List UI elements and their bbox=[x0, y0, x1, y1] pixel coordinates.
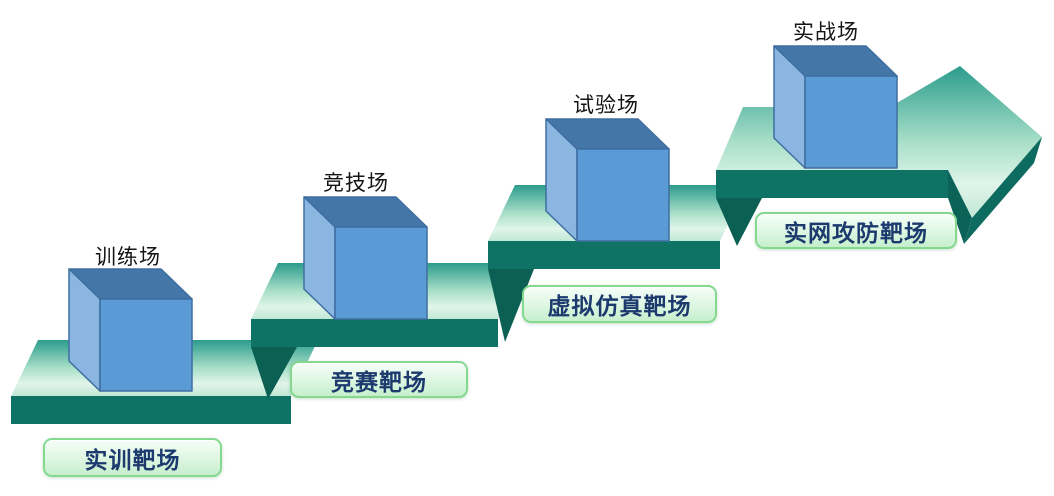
cube-4-front-face bbox=[804, 75, 898, 169]
cube-3-front-face bbox=[576, 148, 670, 242]
cube-label-1: 训练场 bbox=[95, 245, 161, 269]
step-3-riser-wedge bbox=[488, 269, 534, 342]
step-3-front-face bbox=[488, 241, 720, 269]
badge-2: 竞赛靶场 bbox=[290, 361, 468, 398]
cube-2 bbox=[303, 196, 428, 320]
cube-1-front-face bbox=[99, 298, 193, 392]
arrow-barb-side bbox=[948, 170, 972, 244]
badge-4: 实网攻防靶场 bbox=[755, 212, 957, 249]
badge-3: 虚拟仿真靶场 bbox=[522, 285, 717, 323]
cube-4 bbox=[773, 45, 898, 169]
step-1-front-face bbox=[11, 396, 291, 424]
cube-label-4: 实战场 bbox=[793, 20, 859, 44]
step-2-front-face bbox=[251, 319, 498, 347]
step-4-front-face bbox=[716, 170, 948, 198]
step-4-riser-wedge bbox=[716, 198, 762, 246]
cube-label-2: 竞技场 bbox=[323, 171, 389, 195]
badge-1: 实训靶场 bbox=[43, 438, 222, 477]
cube-3 bbox=[545, 118, 670, 242]
cube-1 bbox=[68, 268, 193, 392]
step-2-riser-wedge bbox=[251, 347, 297, 399]
cube-label-3: 试验场 bbox=[573, 93, 639, 117]
cube-2-front-face bbox=[334, 226, 428, 320]
arrow-head-underside bbox=[964, 137, 1042, 244]
